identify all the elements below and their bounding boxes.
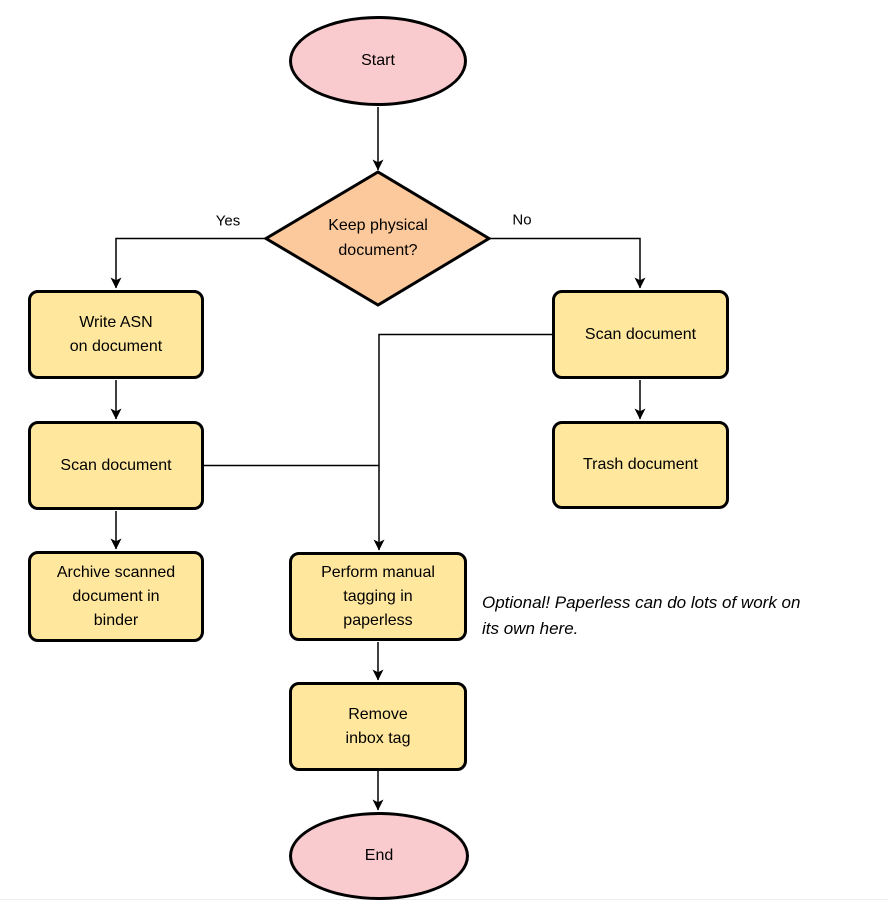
- edge-label-yes: Yes: [213, 212, 243, 230]
- end-node-label: End: [364, 847, 394, 864]
- page-bottom-divider: [0, 899, 888, 900]
- edge-scan-right-tagging: [373, 333, 552, 551]
- archive-node-label: Archive scanned document in binder: [56, 563, 176, 629]
- edge-decision-no-scan: [489, 237, 646, 289]
- trash-node: Trash document: [552, 421, 729, 509]
- remove-inbox-node-label: Remove inbox tag: [345, 705, 411, 747]
- tagging-node: Perform manual tagging in paperless: [289, 552, 467, 641]
- end-node: End: [289, 812, 469, 900]
- edge-decision-yes-write-asn: [110, 237, 266, 289]
- trash-node-label: Trash document: [582, 456, 698, 473]
- archive-node: Archive scanned document in binder: [28, 551, 204, 642]
- scan-document-right-label: Scan document: [584, 325, 697, 343]
- start-node-label: Start: [361, 52, 395, 69]
- scan-document-left-node: Scan document: [28, 421, 204, 510]
- edge-label-no: No: [510, 211, 534, 229]
- remove-inbox-node: Remove inbox tag: [289, 682, 467, 771]
- decision-node: Keep physical document?: [277, 204, 479, 272]
- write-asn-node: Write ASN on document: [28, 290, 204, 379]
- decision-shape: [263, 170, 492, 307]
- scan-document-left-label: Scan document: [60, 456, 172, 474]
- tagging-node-label: Perform manual tagging in paperless: [321, 563, 435, 629]
- write-asn-node-label: Write ASN on document: [69, 313, 163, 355]
- optional-annotation: Optional! Paperless can do lots of work …: [482, 593, 801, 638]
- start-node: Start: [289, 16, 467, 106]
- decision-node-label: Keep physical document?: [328, 217, 428, 259]
- scan-document-right-node: Scan document: [552, 290, 729, 379]
